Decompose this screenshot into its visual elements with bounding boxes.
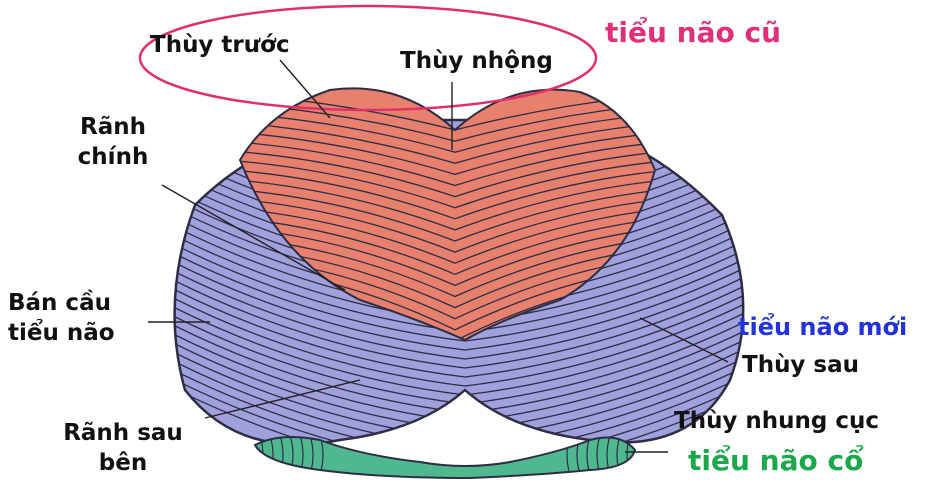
label-hemisphere: Bán cầu tiểu não xyxy=(8,288,115,348)
anterior-fold-line xyxy=(240,157,655,209)
anterior-fold-line xyxy=(240,205,655,264)
label-primary-fissure-line1: Rãnh xyxy=(80,114,146,140)
posterior-fold-line-right xyxy=(464,258,744,360)
highlight-ellipse xyxy=(138,4,598,112)
anterior-fold-line xyxy=(240,214,655,276)
posterior-fold-line-left xyxy=(174,294,466,396)
label-hemisphere-line2: tiểu não xyxy=(8,320,115,346)
anterior-fold-line xyxy=(240,167,655,220)
posterior-fold-line-right xyxy=(464,303,744,405)
label-primary-fissure: Rãnh chính xyxy=(68,112,158,172)
tag-new-cerebellum: tiểu não mới xyxy=(738,313,908,341)
anterior-fold-line xyxy=(240,119,655,164)
label-flocculonodular-lobe: Thùy nhung cục xyxy=(674,408,880,434)
posterior-fold-line-right xyxy=(464,276,744,378)
posterior-fold-line-left xyxy=(174,321,466,423)
tag-old-cerebellum: tiểu não cũ xyxy=(605,16,781,49)
tag-ancient-cerebellum: tiểu não cổ xyxy=(688,444,864,477)
anterior-fold-line xyxy=(240,138,655,187)
posterior-fold-line-left xyxy=(174,276,466,378)
posterior-fold-line-left xyxy=(174,357,466,445)
label-posterolateral-fissure-line1: Rãnh sau xyxy=(63,420,183,446)
label-anterior-lobe: Thùy trước xyxy=(150,32,290,58)
anterior-fold-line xyxy=(240,148,655,198)
posterior-fold-line-left xyxy=(174,258,466,360)
posterior-fold-line-left xyxy=(174,231,466,333)
leader-lines xyxy=(148,59,729,453)
posterior-fold-line-right xyxy=(464,294,744,396)
anterior-fold-line xyxy=(240,186,655,242)
label-primary-fissure-line2: chính xyxy=(77,144,149,170)
label-posterolateral-fissure-line2: bên xyxy=(98,450,148,476)
posterior-fold-line-left xyxy=(174,267,466,369)
label-posterior-lobe: Thùy sau xyxy=(742,352,860,378)
posterior-fold-line-right xyxy=(464,312,744,414)
label-hemisphere-line1: Bán cầu xyxy=(8,290,111,316)
posterior-fold-line-left xyxy=(174,249,466,351)
posterior-fold-line-left xyxy=(174,285,466,387)
anterior-fold-line xyxy=(240,176,655,231)
posterior-fold-line-right xyxy=(464,321,744,423)
label-vermis: Thùy nhộng xyxy=(400,48,553,74)
posterior-fold-line-left xyxy=(174,303,466,405)
label-posterolateral-fissure: Rãnh sau bên xyxy=(48,418,198,478)
posterior-fold-line-right xyxy=(464,267,744,369)
anterior-fold-line xyxy=(240,129,655,176)
posterior-fold-line-right xyxy=(464,285,744,387)
posterior-fold-line-left xyxy=(174,240,466,342)
posterior-fold-line-left xyxy=(174,366,466,445)
posterior-fold-line-left xyxy=(174,312,466,414)
anterior-fold-line xyxy=(240,195,655,253)
